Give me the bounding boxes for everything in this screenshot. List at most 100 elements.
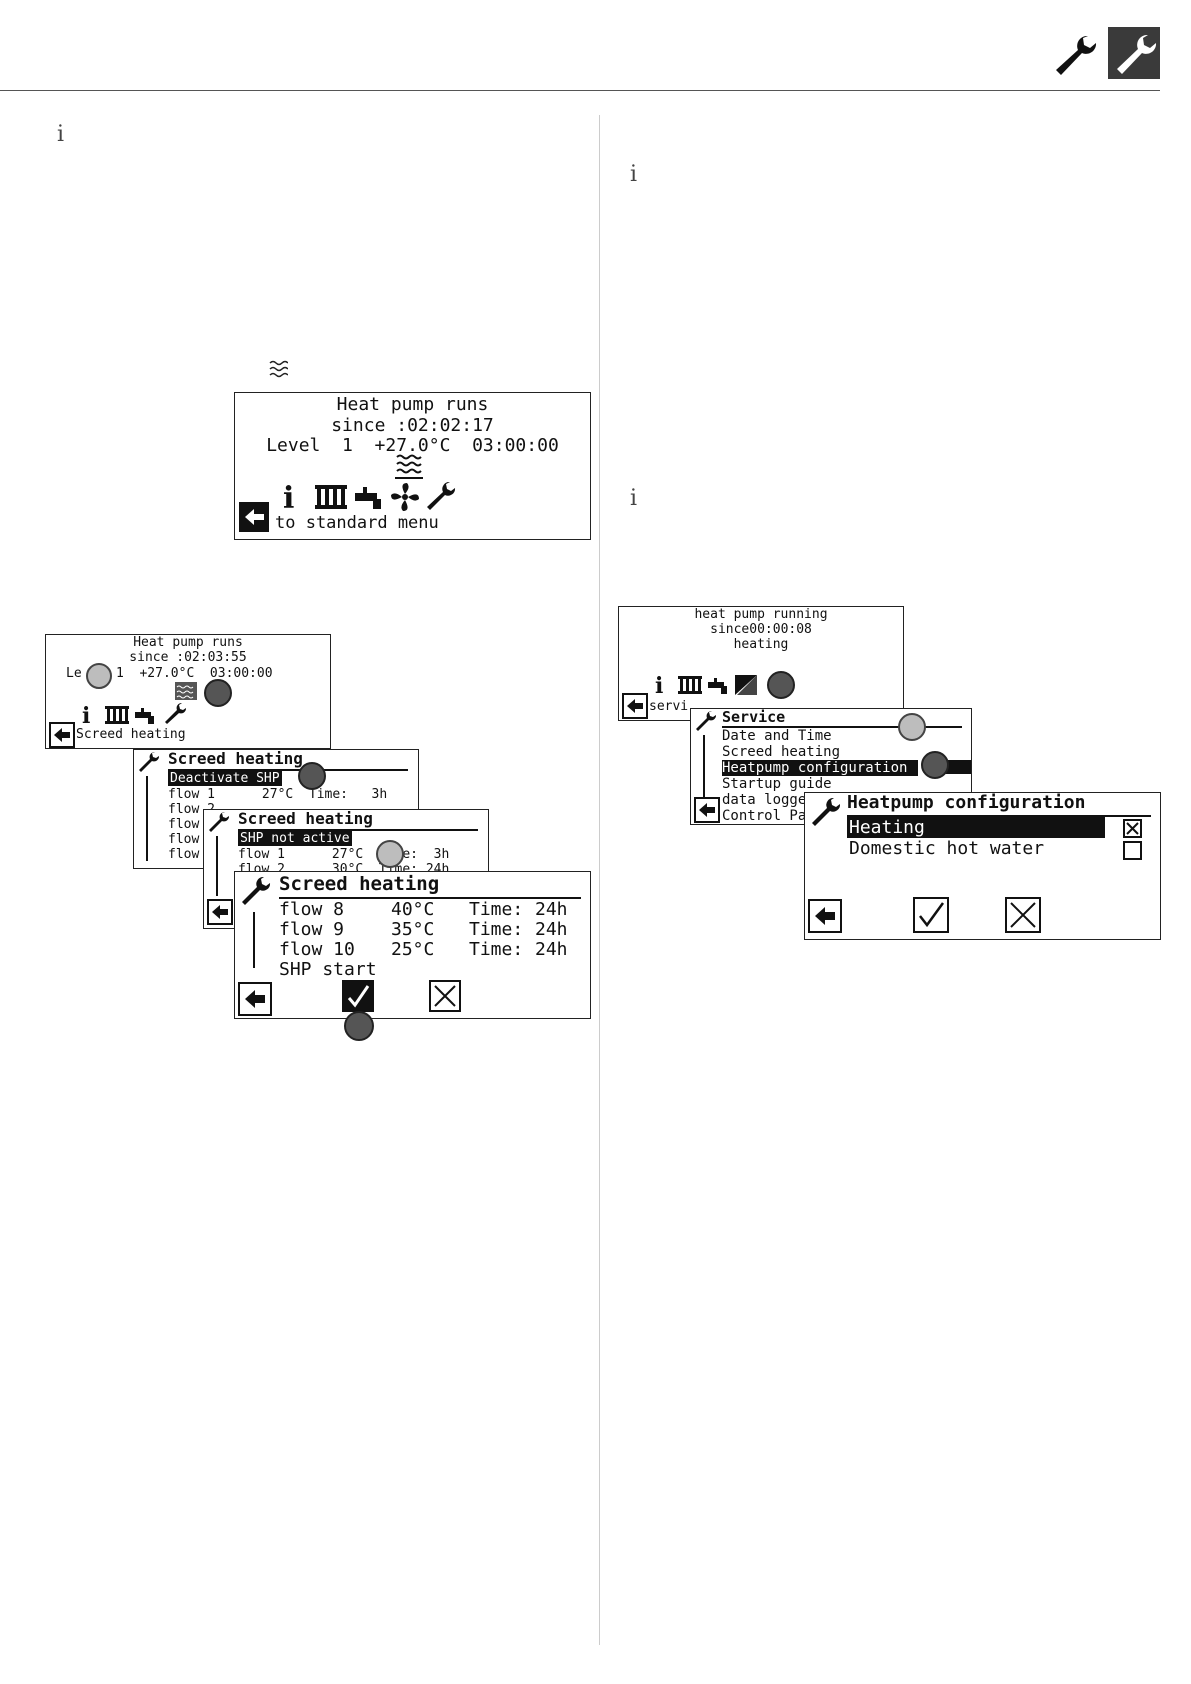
confirm-checkbox-selected[interactable] (342, 980, 374, 1012)
title-underline (238, 829, 478, 831)
wrench-icon[interactable] (423, 479, 457, 513)
back-button[interactable] (238, 982, 272, 1016)
table-row: flow 9 35°C Time: 24h (279, 919, 579, 940)
time-label: Time: (469, 939, 524, 960)
info-icon: i (630, 486, 638, 511)
rotary-knob-icon (376, 840, 404, 868)
status-line-1: Heat pump runs (133, 635, 243, 650)
wrench-icon (209, 811, 230, 832)
flow-name: flow 10 (279, 939, 355, 960)
radiator-icon[interactable] (677, 675, 703, 695)
cooling-icon[interactable] (733, 673, 759, 697)
status-line-2: since :02:03:55 (129, 649, 247, 665)
table-row: flow 10 25°C Time: 24h (279, 939, 579, 960)
title-underline (279, 897, 581, 899)
status-line-1: heat pump running (694, 607, 828, 622)
screed-heating-icon (269, 360, 288, 378)
display-heat-pump-running: heat pump running since00:00:08 heating … (618, 606, 904, 721)
display-heatpump-configuration: Heatpump configuration Heating Domestic … (804, 792, 1161, 940)
option-domestic-hot-water[interactable]: Domestic hot water (849, 838, 1045, 859)
status-line-3: Level 1 +27.0°C 03:00:00 (266, 435, 559, 457)
selected-menu-item[interactable]: SHP not active (238, 831, 352, 846)
back-button[interactable] (694, 797, 720, 823)
info-icon: i (630, 162, 638, 187)
menu-item-data-logger[interactable]: data logge (722, 792, 807, 809)
footer-label: servi (649, 699, 689, 714)
flow-time: 24h (535, 919, 568, 940)
list-item: flow (168, 816, 200, 832)
hot-water-tap-icon[interactable] (353, 485, 385, 511)
wrench-icon (242, 876, 271, 905)
back-button[interactable] (207, 899, 233, 925)
title-underline (168, 769, 408, 771)
scrollbar[interactable] (703, 735, 705, 797)
screen-title: Screed heating (168, 749, 303, 768)
wrench-icon (139, 751, 160, 772)
footer-label: to standard menu (275, 513, 439, 533)
status-line-2: since :02:02:17 (331, 414, 494, 436)
time-label: Time: (469, 899, 524, 920)
status-line-3b: 1 +27.0°C 03:00:00 (116, 666, 273, 681)
rotary-knob-icon (86, 663, 112, 689)
screen-title: Screed heating (238, 809, 373, 828)
press-knob-icon (298, 762, 326, 790)
screen-title: Heatpump configuration (847, 792, 1086, 813)
wrench-icon-boxed (1108, 27, 1160, 79)
table-row: flow 8 40°C Time: 24h (279, 899, 579, 920)
display-screed-status: Heat pump runs since :02:03:55 Le 1 +27.… (45, 634, 331, 749)
footer-label: Screed heating (76, 727, 186, 742)
back-button[interactable] (239, 502, 269, 532)
status-line-3a: Le (66, 666, 82, 681)
info-menu-icon[interactable]: i (82, 703, 91, 729)
header-rule (0, 90, 1160, 91)
flow-time: 24h (535, 899, 568, 920)
flow-temp: 40°C (391, 899, 435, 920)
domestic-hot-water-checkbox[interactable] (1123, 841, 1142, 860)
screed-heating-icon (396, 454, 422, 474)
screen-title: Screed heating (279, 873, 440, 895)
wrench-icon (696, 710, 717, 731)
back-button[interactable] (622, 693, 648, 719)
wrench-icon (1056, 35, 1097, 75)
flow-temp: 35°C (391, 919, 435, 940)
menu-item-startup-guide[interactable]: Startup guide (722, 776, 832, 793)
radiator-icon[interactable] (313, 483, 349, 511)
menu-item-heatpump-configuration[interactable]: Heatpump configuration (722, 760, 918, 777)
wrench-icon (812, 797, 841, 826)
selected-menu-item[interactable]: Deactivate SHP (168, 771, 282, 786)
flow-name: flow 9 (279, 919, 345, 940)
scrollbar[interactable] (253, 912, 255, 968)
flow-time: 24h (535, 939, 568, 960)
column-divider (599, 115, 600, 1645)
wrench-icon[interactable] (162, 701, 188, 727)
heating-checkbox-checked[interactable] (1123, 819, 1142, 838)
cancel-checkbox[interactable] (1005, 897, 1041, 933)
display-screed-program-end: Screed heating flow 8 40°C Time: 24h flo… (234, 871, 591, 1019)
list-item: SHP start (279, 959, 377, 980)
list-item: flow (168, 831, 200, 847)
title-underline (722, 726, 962, 728)
hot-water-tap-icon[interactable] (134, 707, 158, 725)
option-heating[interactable]: Heating (847, 817, 1105, 838)
press-knob-icon (921, 751, 949, 779)
fan-icon[interactable] (389, 481, 421, 513)
menu-item-control-panel[interactable]: Control Pa (722, 808, 807, 825)
info-menu-icon[interactable]: i (283, 481, 295, 516)
flow-temp: 25°C (391, 939, 435, 960)
radiator-icon[interactable] (104, 705, 130, 725)
menu-item-screed-heating[interactable]: Screed heating (722, 744, 841, 761)
time-label: Time: (469, 919, 524, 940)
hot-water-tap-icon[interactable] (707, 677, 731, 695)
info-menu-icon[interactable]: i (655, 673, 664, 699)
cancel-checkbox[interactable] (429, 980, 461, 1012)
status-line-1: Heat pump runs (336, 394, 489, 415)
menu-item-date-time[interactable]: Date and Time (722, 728, 832, 744)
status-line-2: since00:00:08 (710, 621, 812, 637)
confirm-checkbox[interactable] (913, 897, 949, 933)
list-item: flow (168, 846, 200, 862)
press-knob-icon (767, 671, 795, 699)
scrollbar[interactable] (146, 776, 148, 861)
scrollbar[interactable] (216, 836, 218, 896)
back-button[interactable] (49, 722, 75, 748)
back-button[interactable] (808, 899, 842, 933)
